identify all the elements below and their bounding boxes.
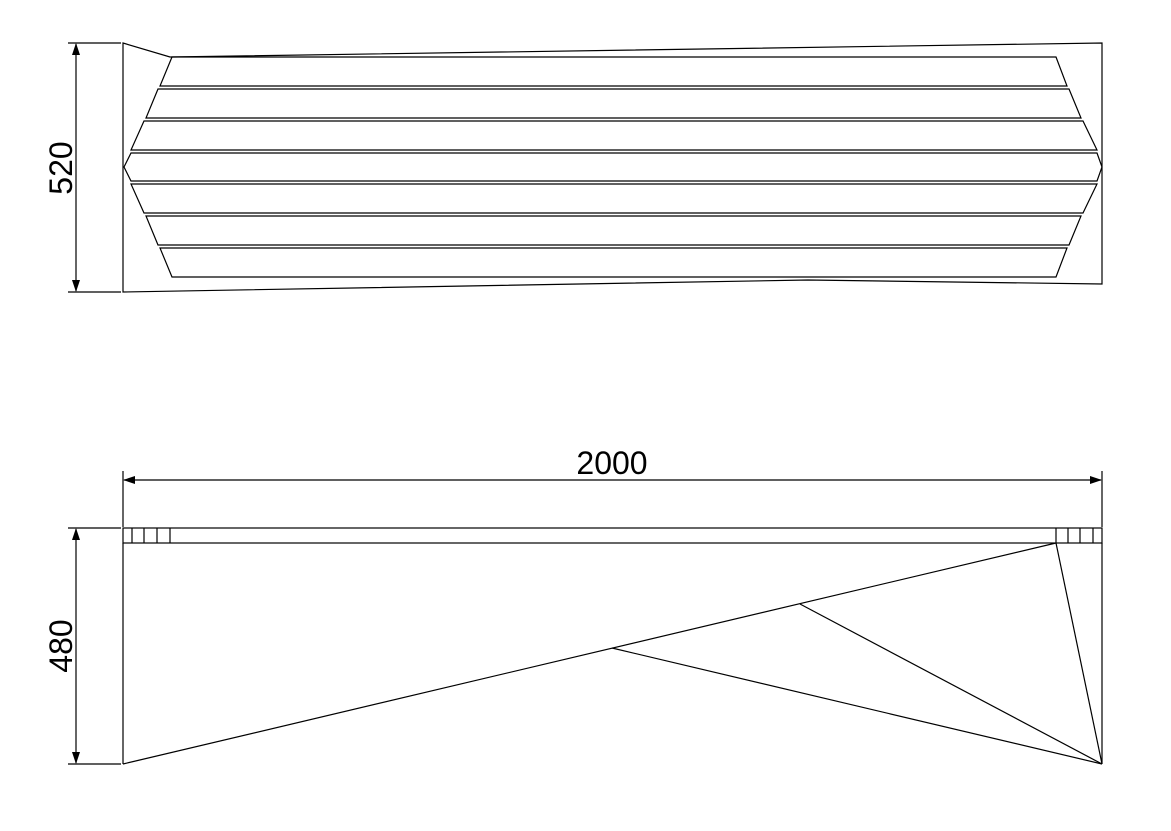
slat	[145, 88, 1082, 119]
slat	[159, 247, 1068, 278]
dimension-2000: 2000	[122, 445, 1103, 527]
top-view-outline	[122, 42, 1103, 293]
seat-board	[122, 527, 1103, 544]
dimension-label-520: 520	[43, 141, 79, 194]
side-view: 2000 480	[43, 445, 1103, 765]
slat	[123, 152, 1103, 182]
slat	[159, 56, 1068, 87]
slat-ends-right	[1055, 528, 1094, 543]
top-view: 520	[43, 42, 1103, 293]
dimension-label-2000: 2000	[576, 445, 647, 481]
bench-body	[122, 542, 1103, 765]
slat-ends-left	[131, 528, 171, 543]
bench-slats	[123, 56, 1103, 278]
slat	[130, 183, 1098, 214]
dimension-label-480: 480	[43, 619, 79, 672]
slat	[130, 120, 1098, 151]
slat	[145, 215, 1082, 246]
dimension-480: 480	[43, 527, 121, 765]
dimension-520: 520	[43, 42, 121, 293]
